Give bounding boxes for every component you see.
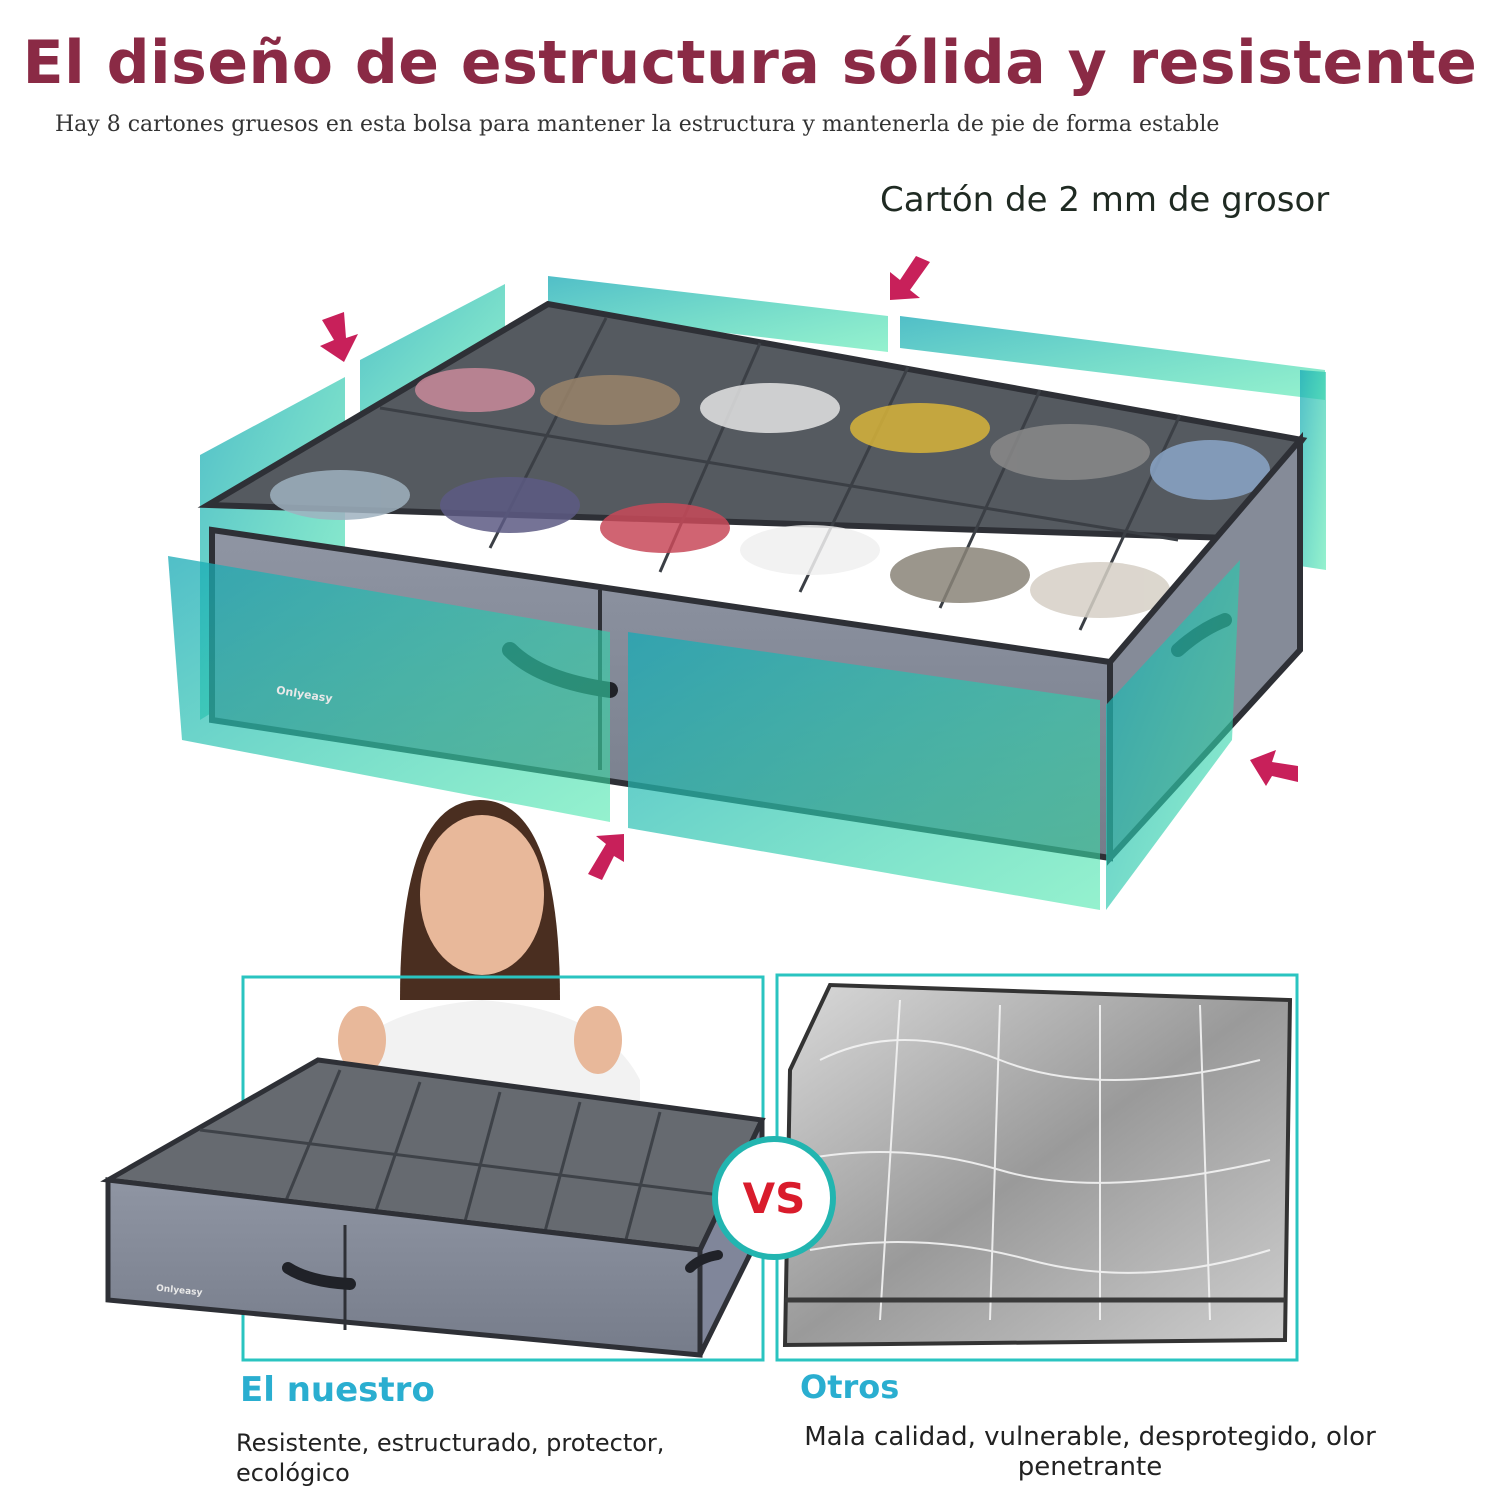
arrow-top-left-icon — [320, 312, 358, 362]
cardboard-panel-side-right — [1106, 560, 1240, 910]
our-organizer — [100, 1057, 766, 1358]
page-subtitle: Hay 8 cartones gruesos en esta bolsa par… — [55, 112, 1220, 137]
arrow-top-right-icon — [890, 256, 930, 300]
page-title: El diseño de estructura sólida y resiste… — [22, 28, 1478, 98]
cardboard-panel-back-right — [900, 316, 1325, 400]
vs-badge: VS — [712, 1136, 836, 1260]
pressure-arrows — [320, 256, 1298, 880]
others-title: Otros — [800, 1368, 900, 1406]
handle-icon — [282, 1262, 356, 1290]
shoe-organizer-top — [168, 276, 1326, 910]
ours-description: Resistente, estructurado, protector, eco… — [236, 1429, 665, 1487]
thickness-callout: Cartón de 2 mm de grosor — [880, 180, 1330, 220]
others-description: Mala calidad, vulnerable, desprotegido, … — [804, 1422, 1376, 1482]
others-plastic-bag — [782, 982, 1293, 1348]
cardboard-panel-back-left — [548, 276, 888, 352]
cardboard-panel-front-left — [168, 556, 610, 822]
arrow-right-icon — [1250, 750, 1298, 786]
cardboard-panel-front-right — [628, 632, 1100, 910]
cardboard-panel-right — [1300, 370, 1326, 570]
arrow-bottom-icon — [588, 834, 624, 880]
ours-title: El nuestro — [240, 1370, 435, 1410]
person-photo — [330, 800, 640, 1110]
